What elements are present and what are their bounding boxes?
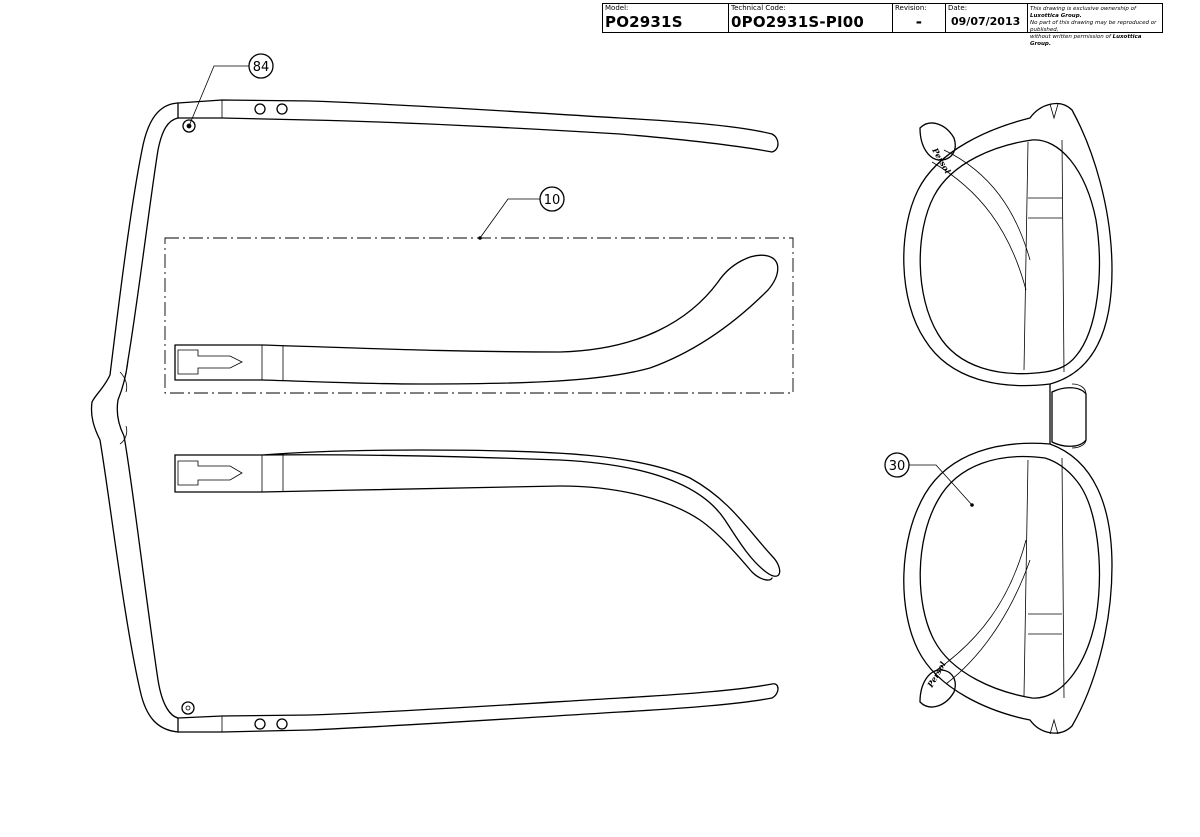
ownership-notice: This drawing is exclusive ownership of L…	[1028, 4, 1162, 47]
upper-temple-top-view	[177, 99, 779, 153]
date-cell: Date: 09/07/2013	[946, 4, 1028, 32]
technical-code-value: 0PO2931S-PI00	[731, 13, 865, 31]
temple-side-view	[174, 449, 781, 581]
callout-10-label: 10	[544, 193, 561, 208]
revision-cell: Revision: -	[893, 4, 946, 32]
technical-code-label: Technical Code:	[731, 4, 786, 12]
model-label: Model:	[605, 4, 629, 12]
frame-front-view	[903, 102, 1113, 735]
callout-84-label: 84	[253, 60, 270, 75]
callout-10: 10	[478, 186, 565, 240]
ownership-notice-text: This drawing is exclusive ownership of L…	[1030, 6, 1157, 47]
frame-front-top-view	[90, 102, 179, 733]
callout-30-label: 30	[889, 459, 906, 474]
brand-mark-upper: Persol	[930, 145, 953, 175]
temple-detail-box	[164, 237, 794, 394]
brand-mark-lower: Persol	[925, 660, 948, 690]
front-view-hinge-lower: Persol	[919, 660, 956, 708]
model-cell: Model: PO2931S	[603, 4, 729, 32]
technical-code-cell: Technical Code: 0PO2931S-PI00	[729, 4, 893, 32]
model-value: PO2931S	[605, 13, 683, 31]
front-view-hinge-upper: Persol	[919, 122, 956, 175]
date-label: Date:	[948, 4, 968, 12]
lower-temple-top-view	[177, 683, 779, 733]
callout-84: 84	[187, 53, 274, 128]
title-block: Model: PO2931S Technical Code: 0PO2931S-…	[602, 3, 1163, 47]
callout-30: 30	[884, 452, 974, 507]
temple-side-view-detail	[174, 254, 779, 385]
revision-value: -	[915, 13, 923, 31]
date-value: 09/07/2013	[951, 15, 1021, 28]
revision-label: Revision:	[895, 4, 927, 12]
